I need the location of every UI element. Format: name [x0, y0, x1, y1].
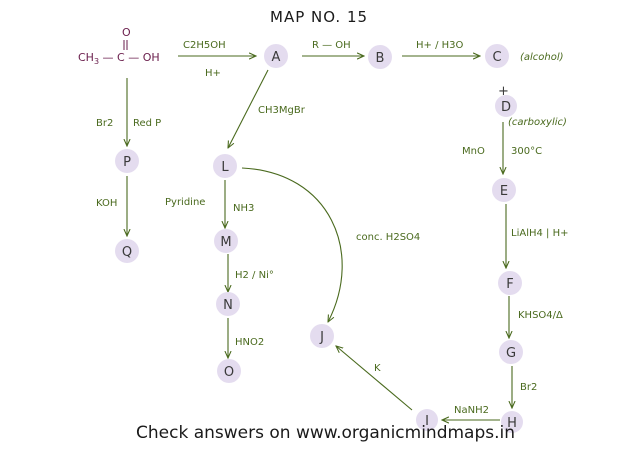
- node-I-label: I: [425, 414, 429, 429]
- node-C-circle: [485, 44, 509, 68]
- node-I-circle: [416, 409, 438, 431]
- node-J: J: [310, 324, 334, 348]
- node-A-circle: [264, 44, 288, 68]
- node-P: P: [115, 149, 139, 173]
- node-H-label: H: [507, 416, 517, 431]
- node-H: H: [501, 411, 523, 433]
- node-M-label: M: [220, 235, 231, 250]
- node-D-label: D: [501, 100, 511, 115]
- arrow-L-J: [241, 167, 343, 322]
- node-B-circle: [368, 45, 392, 69]
- node-J-label: J: [319, 330, 324, 345]
- node-D-circle: [495, 95, 517, 117]
- node-N: N: [216, 292, 240, 316]
- node-Q: Q: [115, 239, 139, 263]
- reagent-E-F: LiAlH4 | H+: [511, 228, 568, 239]
- node-B-label: B: [376, 51, 385, 66]
- start-ch: CH3 — C — OH: [78, 51, 160, 66]
- node-N-circle: [216, 292, 240, 316]
- start-molecule: O CH3 — C — OH: [78, 26, 160, 66]
- reagent-I-J: K: [374, 363, 381, 374]
- node-O-label: O: [224, 365, 234, 380]
- node-F-circle: [498, 271, 522, 295]
- node-C: C: [485, 44, 509, 68]
- node-Q-label: Q: [122, 245, 132, 260]
- node-L-label: L: [221, 160, 229, 175]
- node-D: D: [495, 95, 517, 117]
- node-F: F: [498, 271, 522, 295]
- node-C-label: C: [492, 50, 501, 65]
- node-G-label: G: [506, 346, 516, 361]
- node-F-label: F: [506, 277, 513, 292]
- map-title: MAP NO. 15: [270, 8, 368, 26]
- reagent-D-E-1: MnO: [462, 146, 485, 157]
- node-O: O: [217, 359, 241, 383]
- node-G-circle: [499, 340, 523, 364]
- reagent-H-I: NaNH2: [454, 405, 489, 416]
- node-H-circle: [501, 411, 523, 433]
- reagent-start-A-bottom: H+: [205, 68, 221, 79]
- reagent-P-Q: KOH: [96, 198, 117, 209]
- reagent-L-J: conc. H2SO4: [356, 232, 420, 243]
- footer-link-text: Check answers on www.organicmindmaps.in: [136, 423, 515, 443]
- node-E-circle: [492, 178, 516, 202]
- node-I: I: [416, 409, 438, 431]
- arrow-I-J: [336, 346, 413, 411]
- node-J-circle: [310, 324, 334, 348]
- node-P-circle: [115, 149, 139, 173]
- node-A-label: A: [272, 50, 281, 65]
- reagent-start-P-2: Red P: [133, 118, 161, 129]
- reagent-M-N: H2 / Ni°: [235, 270, 274, 281]
- node-G: G: [499, 340, 523, 364]
- node-M-circle: [214, 229, 238, 253]
- node-P-label: P: [123, 155, 131, 170]
- node-O-circle: [217, 359, 241, 383]
- reagent-A-L: CH3MgBr: [258, 105, 306, 116]
- node-L: L: [213, 154, 237, 178]
- reagent-D-E-2: 300°C: [511, 146, 542, 157]
- label-alcohol: (alcohol): [520, 52, 564, 63]
- reagent-B-C: H+ / H3O: [416, 40, 464, 51]
- node-L-circle: [213, 154, 237, 178]
- reagent-F-G: KHSO4/Δ: [518, 310, 563, 321]
- label-carboxylic: (carboxylic): [508, 117, 567, 128]
- node-N-label: N: [223, 298, 233, 313]
- reagent-A-B: R — OH: [312, 40, 351, 51]
- node-E: E: [492, 178, 516, 202]
- reagent-start-A-top: C2H5OH: [183, 40, 226, 51]
- node-M: M: [214, 229, 238, 253]
- reagent-L-M-2: NH3: [233, 203, 254, 214]
- reagent-N-O: HNO2: [235, 337, 264, 348]
- node-E-label: E: [500, 184, 508, 199]
- arrow-A-L: [228, 69, 269, 148]
- reagent-L-M-1: Pyridine: [165, 197, 205, 208]
- label-d-plus: +: [498, 84, 509, 99]
- node-Q-circle: [115, 239, 139, 263]
- carbonyl-oxygen: O: [122, 26, 131, 39]
- node-A: A: [264, 44, 288, 68]
- node-B: B: [368, 45, 392, 69]
- reagent-start-P-1: Br2: [96, 118, 113, 129]
- reagent-G-H: Br2: [520, 382, 537, 393]
